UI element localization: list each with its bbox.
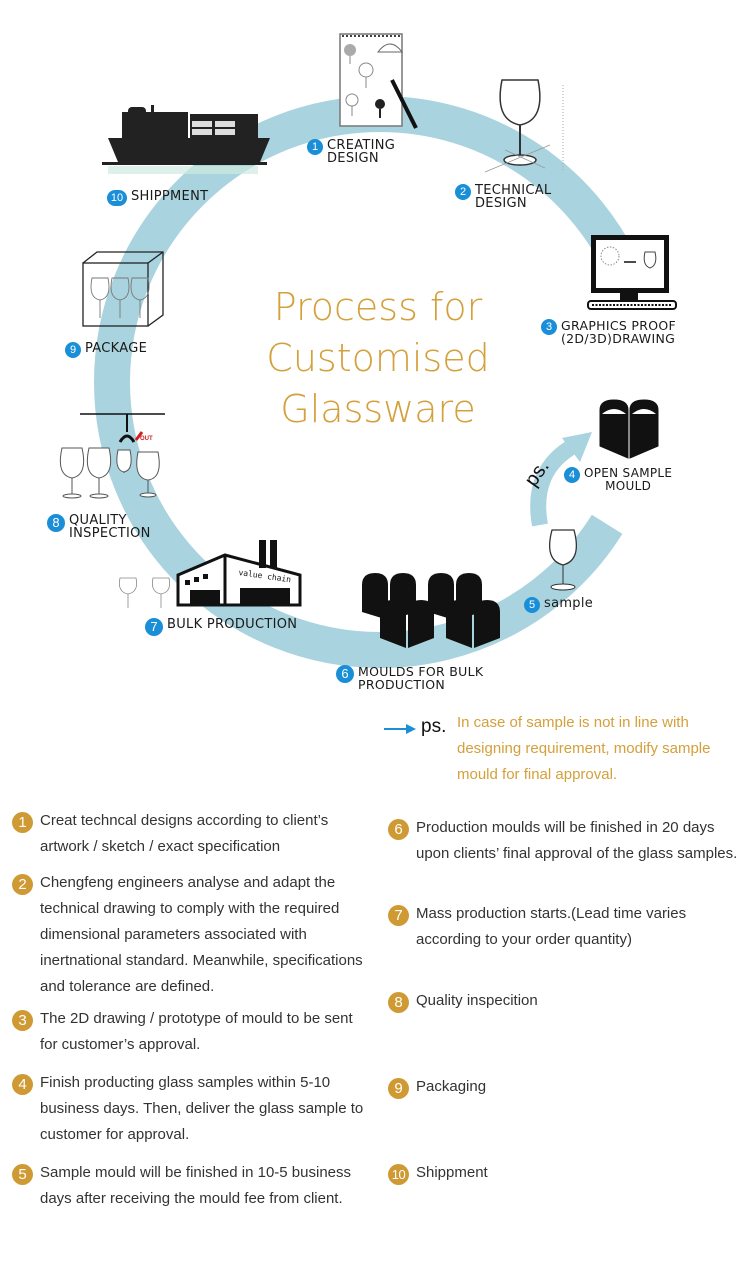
step-description: Quality inspecition [416,992,538,1009]
diagram-step-5: 5 sample [524,597,593,613]
step-badge: 7 [388,905,409,926]
step-label-line: BULK PRODUCTION [167,617,298,632]
step-label-line: GRAPHICS PROOF [561,318,676,333]
wine-glass-icon [549,529,577,591]
step-label-line: MOULD [605,479,652,493]
step-badge: 2 [12,874,33,895]
title-line-3: Glassware [280,387,476,431]
step-label-line: DESIGN [327,151,379,166]
step-label-line: OPEN SAMPLE [584,466,673,480]
step-badge: 8 [388,992,409,1013]
moulds-icon [362,573,500,648]
arrow-right-icon [384,724,416,734]
step-badge: 3 [12,1010,33,1031]
inspection-claw-icon: OUT [59,413,165,499]
step-label-line: INSPECTION [69,526,151,541]
wine-glass-wireframe-icon [484,79,564,173]
step-label-line: PRODUCTION [358,677,446,692]
step-badge: 1 [12,812,33,833]
step-label-line: PACKAGE [85,341,148,356]
step-description: The 2D drawing / prototype of mould to b… [40,1010,353,1053]
step-label-line: TECHNICAL [475,183,552,198]
step-label-line: QUALITY [69,513,127,528]
step-description: Mass production starts.(Lead time varies… [416,905,687,948]
process-diagram: ps. [47,33,677,691]
diagram-graphics: ps. [59,33,677,668]
step-number-badge: 8 [47,514,65,532]
step-badge: 9 [388,1078,409,1099]
title-line-2: Customised [266,336,490,380]
step-description: Creat techncal designs according to clie… [40,812,329,855]
diagram-title: Process for Customised Glassware [258,282,498,435]
step-number-badge: 5 [524,597,540,613]
step-description: Sample mould will be finished in 10-5 bu… [40,1164,352,1207]
step-label-line: sample [544,596,594,611]
ps-loop-arrow [530,432,592,527]
step-label-line: (2D/3D)DRAWING [561,331,676,346]
diagram-step-10: 10 SHIPPMENT [107,190,208,206]
step-label-line: SHIPPMENT [131,189,209,204]
step-label-line: DESIGN [475,196,527,211]
diagram-step-7: 7 BULK PRODUCTION [145,618,297,636]
step-number-badge: 4 [564,467,580,483]
step-description: Production moulds will be finished in 20… [416,819,738,862]
step-number-badge: 2 [455,184,471,200]
title-line-1: Process for [273,285,483,329]
step-label-line: CREATING [327,138,396,153]
step-number-badge: 7 [145,618,163,636]
step-description: Shippment [416,1164,488,1181]
factory-icon: value chain [118,540,302,608]
glass-box-icon [82,251,164,327]
step-badge: 10 [388,1164,409,1185]
step-badge: 6 [388,819,409,840]
step-number-badge: 9 [65,342,81,358]
step-number-badge: 3 [541,319,557,335]
ps-marker: ps. [421,716,447,737]
step-number-badge: 6 [336,665,354,683]
reject-tag: OUT [140,436,153,442]
step-badge: 5 [12,1164,33,1185]
step-number-badge: 10 [107,190,127,206]
computer-monitor-icon [587,235,677,310]
step-number-badge: 1 [307,139,323,155]
diagram-step-3: 3 GRAPHICS PROOF(2D/3D)DRAWING [541,319,676,345]
ps-note-text: In case of sample is not in line with de… [457,714,711,783]
sketchbook-pen-icon [339,33,418,129]
open-mould-icon [599,399,659,459]
step-description: Finish producting glass samples within 5… [40,1074,364,1143]
step-label-line: MOULDS FOR BULK [358,664,484,679]
step-description: Packaging [416,1078,487,1095]
diagram-step-9: 9 PACKAGE [65,342,147,358]
step-description: Chengfeng engineers analyse and adapt th… [40,874,363,995]
step-badge: 4 [12,1074,33,1095]
cargo-ship-icon [102,105,270,174]
